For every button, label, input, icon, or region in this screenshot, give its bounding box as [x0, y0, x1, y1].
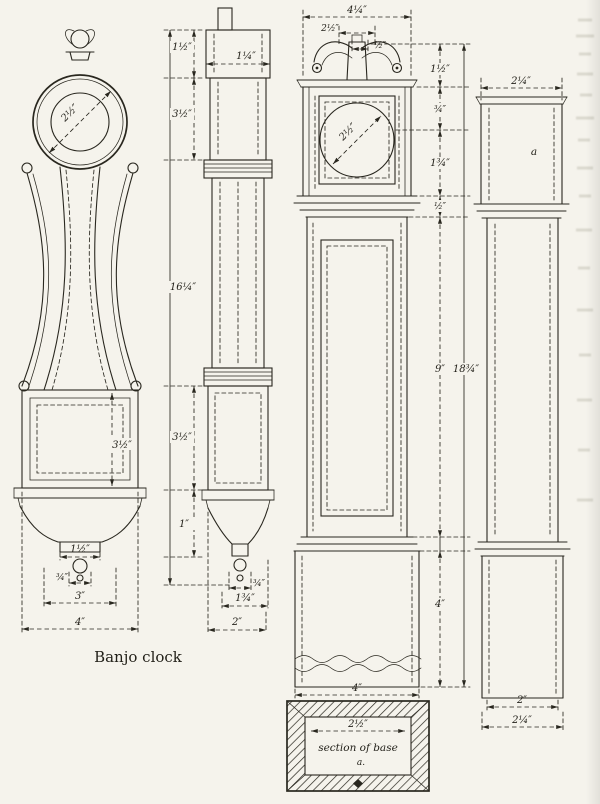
- dim-banjo-base: 4″: [74, 617, 85, 628]
- banjo-front-dimensions: 3½″ 1½″ ¾″ 3″ 4″ 2½″: [21, 102, 139, 633]
- dim-tall-hood-depth: 2¼″: [510, 76, 531, 87]
- dim-tall-hood-height: 1¾″: [430, 158, 450, 169]
- dim-banjo-side-step: ¾″: [253, 578, 266, 589]
- letter-label-a: a: [531, 146, 537, 158]
- dim-banjo-side-depth: 1¼″: [236, 51, 256, 62]
- tall-front-dimensions: 4¼″ 2½″ ½″ 1½″ ¾″ 1¾″ ½″ 9″: [294, 5, 480, 699]
- banjo-side-view: [201, 7, 275, 582]
- dim-banjo-drop: ¾″: [56, 572, 69, 583]
- dim-tall-waist-height: 9″: [435, 364, 445, 375]
- dim-banjo-side-overall: 16¼″: [170, 282, 196, 293]
- banjo-side-dimensions: 1¼″ 1½″ 3½″ 16¼″ 3½″ 1″ ¾″ 1¾″ 2: [163, 29, 270, 633]
- dim-banjo-drop-block: 1½″: [70, 544, 90, 555]
- dim-banjo-side-box: 3½″: [172, 432, 192, 443]
- dim-banjo-side-top: 1½″: [172, 42, 192, 53]
- dim-banjo-side-base-depth: 2″: [231, 617, 242, 628]
- tallcase-side-view: [473, 96, 571, 699]
- dim-section-inner-width: 2½″: [347, 719, 368, 730]
- letter-label-a-section: a.: [357, 758, 365, 768]
- dim-tall-hood-base-height: ½″: [434, 201, 447, 212]
- dim-banjo-side-base: 1″: [179, 519, 189, 530]
- dim-tall-pediment-width: 2½″: [320, 23, 339, 34]
- dim-tall-waist-depth: 2″: [516, 695, 527, 706]
- figure-caption-banjo: Banjo clock: [94, 648, 183, 666]
- tall-side-dimensions: 2¼″ a 2″ 2¼″: [480, 76, 564, 731]
- center-mark: [353, 779, 363, 788]
- banjo-front-view: [13, 29, 147, 582]
- dim-tall-cornice-height: ¾″: [434, 104, 447, 115]
- dim-tall-dial: 2½″: [337, 121, 360, 144]
- dim-banjo-side-head: 3½″: [172, 109, 192, 120]
- section-caption: section of base: [318, 742, 398, 754]
- dim-banjo-box-height: 3½″: [112, 440, 132, 451]
- dim-tall-hood-width: 4¼″: [346, 5, 367, 16]
- dim-tall-base-depth: 2¼″: [511, 715, 532, 726]
- dim-tall-pediment-rise: ½″: [374, 40, 387, 51]
- base-section-detail: 2½″ section of base a.: [286, 700, 430, 792]
- dim-banjo-bracket: 3″: [75, 591, 85, 602]
- dim-tall-base-height: 4″: [434, 599, 445, 610]
- page-bleed-marks: [576, 18, 594, 502]
- dim-tall-pediment-height: 1½″: [430, 64, 450, 75]
- dim-tall-base-width: 4″: [351, 683, 362, 694]
- dim-banjo-dial: 2½″: [59, 102, 82, 125]
- tallcase-front-view: [293, 34, 422, 688]
- dim-banjo-side-bracket: 1¾″: [235, 593, 255, 604]
- dim-tall-overall-height: 18¾″: [453, 364, 479, 375]
